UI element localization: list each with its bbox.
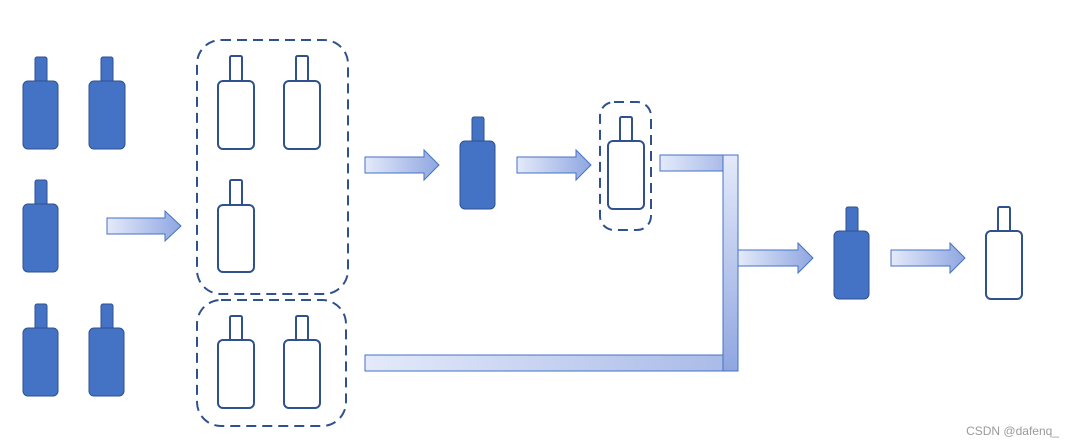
dashed-group-box bbox=[196, 39, 349, 295]
outline-bottle bbox=[985, 206, 1023, 300]
filled-bottle bbox=[833, 206, 870, 300]
outline-bottle bbox=[283, 315, 321, 409]
outline-bottle bbox=[607, 116, 645, 210]
arrow-right-icon bbox=[516, 148, 592, 182]
arrow-right-icon bbox=[106, 209, 182, 243]
dashed-group-box bbox=[196, 299, 347, 427]
watermark-text: CSDN @dafenq_ bbox=[966, 424, 1059, 438]
outline-bottle bbox=[217, 179, 255, 273]
outline-bottle bbox=[283, 55, 321, 150]
connector-bar-top bbox=[659, 154, 725, 172]
outline-bottle bbox=[217, 55, 255, 150]
filled-bottle bbox=[88, 56, 126, 150]
outline-bottle bbox=[217, 315, 255, 409]
dashed-group-box bbox=[599, 101, 652, 231]
arrow-right-icon bbox=[890, 241, 966, 275]
arrow-right-icon bbox=[737, 241, 814, 275]
filled-bottle bbox=[459, 116, 496, 210]
filled-bottle bbox=[22, 179, 59, 273]
filled-bottle bbox=[22, 56, 59, 150]
arrow-right-icon bbox=[364, 148, 440, 182]
filled-bottle bbox=[22, 303, 59, 397]
connector-bar-bottom bbox=[364, 354, 725, 372]
connector-bar-vertical bbox=[722, 154, 739, 372]
filled-bottle bbox=[88, 303, 125, 397]
filled-bottle-group bbox=[22, 56, 126, 397]
